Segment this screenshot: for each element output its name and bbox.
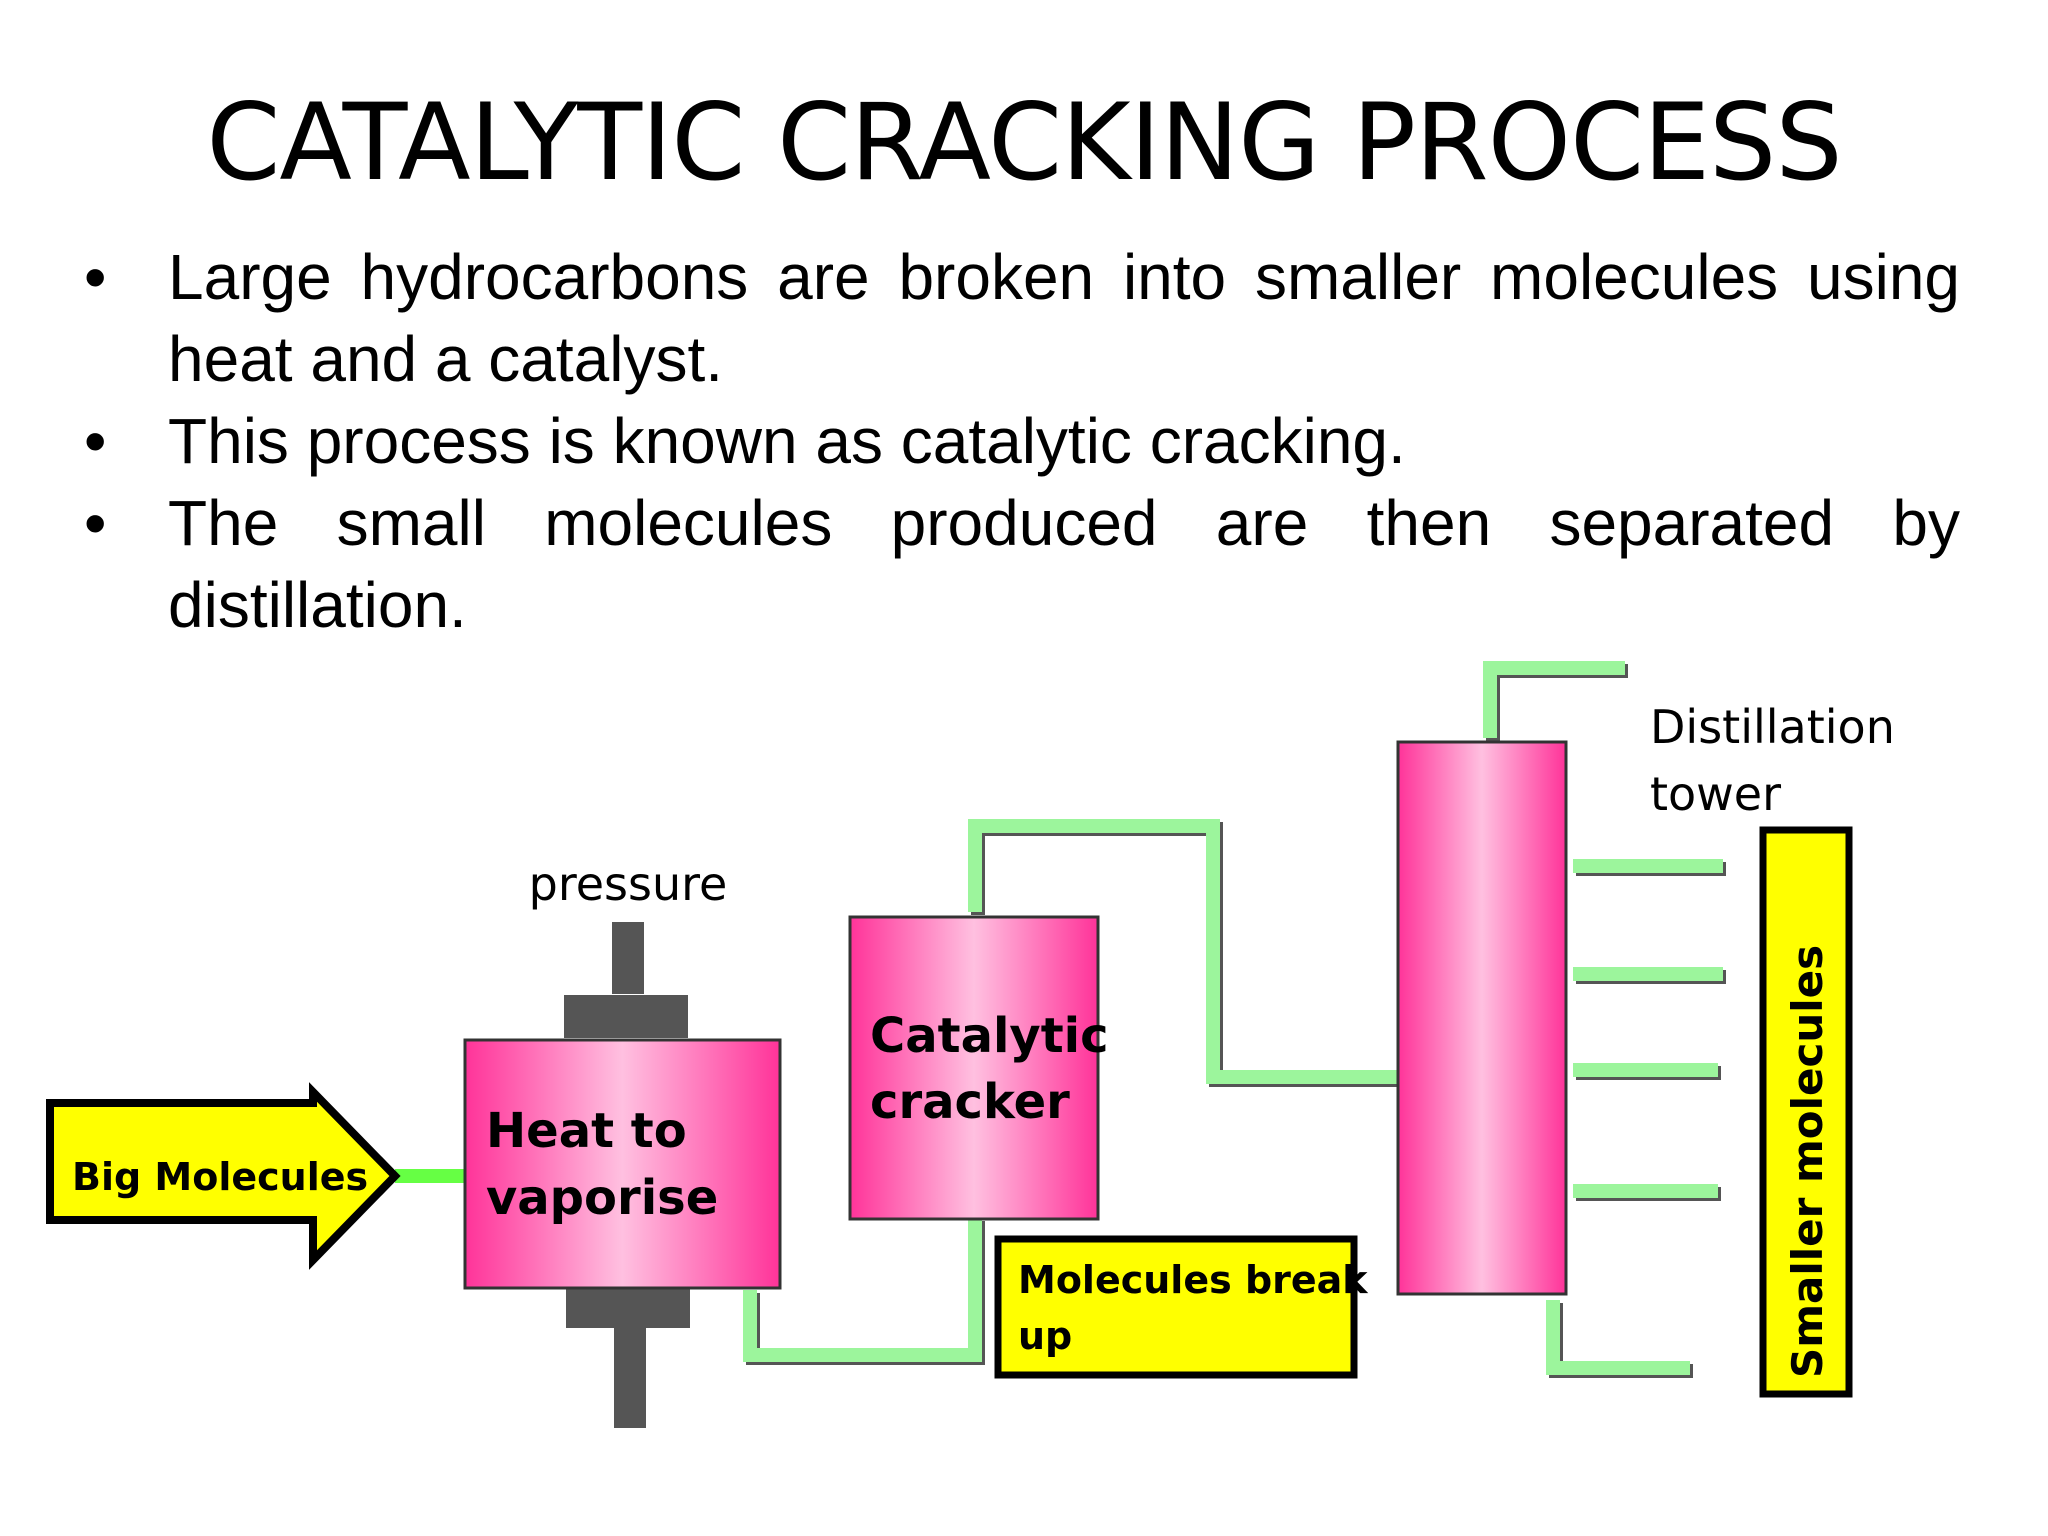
tower-label-line2: tower (1650, 767, 1781, 821)
bullet-item: • This process is known as catalytic cra… (84, 400, 1960, 482)
pipes (395, 661, 1723, 1375)
distillation-tower (1396, 740, 1568, 1296)
heater-label-line2: vaporise (486, 1170, 718, 1226)
smaller-molecules-label: Smaller molecules (1783, 945, 1832, 1378)
heater-label-line1: Heat to (486, 1103, 687, 1159)
pipe-tower-top-shadow (1486, 664, 1628, 741)
pipe-tower-bottom-shadow (1549, 1303, 1693, 1378)
bullet-item: • The small molecules produced are then … (84, 482, 1960, 646)
tower-label-line1: Distillation (1650, 700, 1895, 754)
pipe-heater-to-cracker (743, 1218, 982, 1362)
page-title: CATALYTIC CRACKING PROCESS (206, 81, 1842, 204)
bullet-text: This process is known as catalytic crack… (168, 405, 1406, 477)
break-up-box (994, 1235, 1358, 1379)
smaller-molecules-box (1759, 826, 1853, 1398)
heater-vessel (463, 1038, 782, 1290)
bullet-dot-icon: • (84, 487, 107, 559)
bullet-text: The small molecules produced are then se… (168, 487, 1960, 641)
press-plate-top (564, 995, 688, 1038)
press-rod-bottom (614, 1328, 646, 1428)
break-up-label-line1: Molecules break (1018, 1258, 1368, 1302)
pipe-cracker-to-tower (968, 819, 1405, 1084)
pipe-heater-to-cracker-shadow (746, 1221, 985, 1365)
big-molecules-arrow (46, 1082, 401, 1270)
bullet-item: • Large hydrocarbons are broken into sma… (84, 236, 1960, 400)
press-plate-bottom (566, 1286, 690, 1328)
catalytic-cracker-vessel (848, 915, 1100, 1221)
cracker-label-line2: cracker (870, 1074, 1070, 1130)
bullet-dot-icon: • (84, 405, 107, 477)
bullet-dot-icon: • (84, 241, 107, 313)
pipe-tower-bottom (1546, 1300, 1690, 1375)
break-up-label-line2: up (1018, 1314, 1072, 1358)
pipe-tower-top (1483, 661, 1625, 738)
cracker-label-line1: Catalytic (870, 1008, 1109, 1064)
bullet-list: • Large hydrocarbons are broken into sma… (84, 236, 1960, 646)
press-rod-top (612, 922, 644, 994)
big-molecules-label: Big Molecules (72, 1155, 368, 1199)
bullet-text: Large hydrocarbons are broken into small… (168, 241, 1960, 395)
pressure-label: pressure (529, 857, 728, 911)
